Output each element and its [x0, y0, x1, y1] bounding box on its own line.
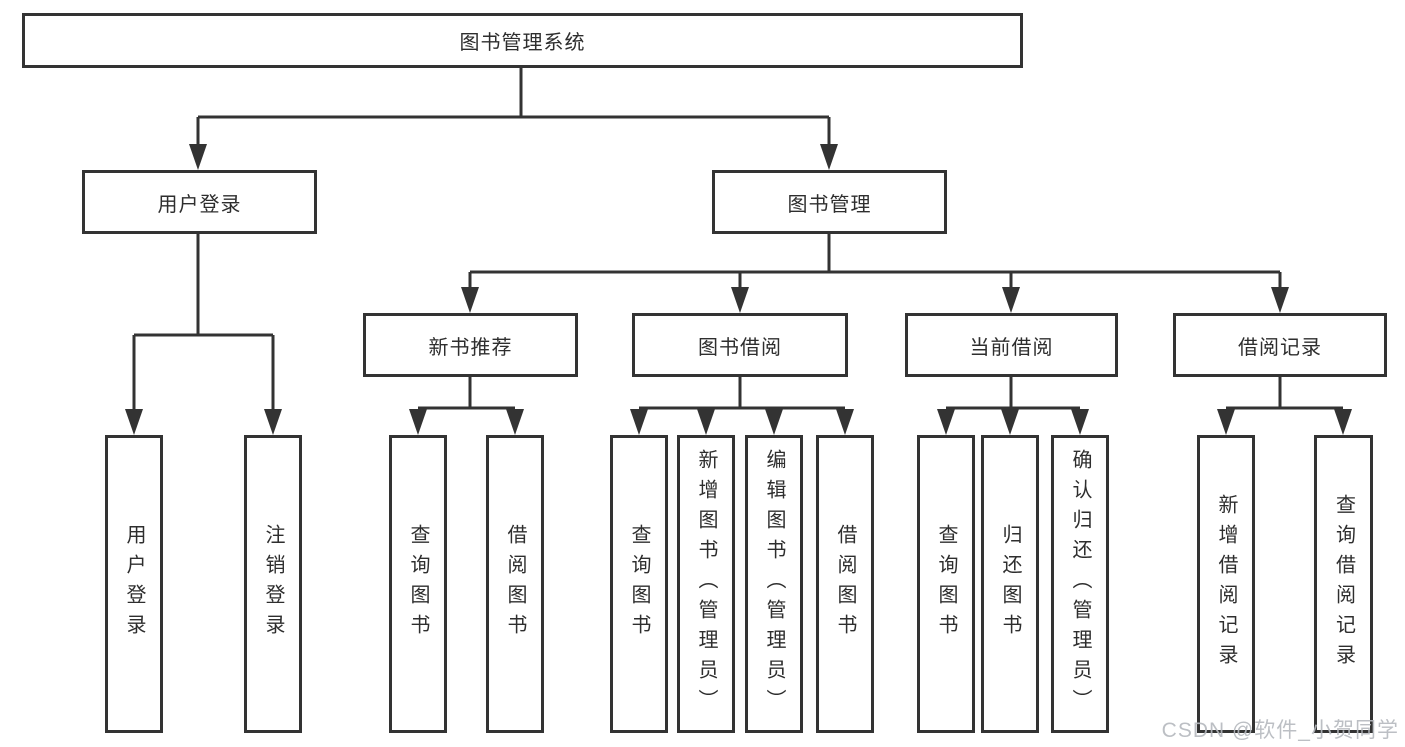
leaf-query-borrow-record: 查询借阅记录	[1314, 435, 1373, 733]
leaf-borrow-books-recommend: 借阅图书	[486, 435, 544, 733]
leaf-confirm-return-admin: 确认归还（管理员）	[1051, 435, 1109, 733]
leaf-add-borrow-record: 新增借阅记录	[1197, 435, 1255, 733]
arrowheads	[125, 144, 1352, 435]
node-book-management-branch: 图书管理	[712, 170, 947, 234]
leaf-return-books: 归还图书	[981, 435, 1039, 733]
leaf-borrow-books: 借阅图书	[816, 435, 874, 733]
leaf-logout: 注销登录	[244, 435, 302, 733]
leaf-edit-books-admin: 编辑图书（管理员）	[745, 435, 803, 733]
node-borrowing-records: 借阅记录	[1173, 313, 1387, 377]
leaf-query-books-recommend: 查询图书	[389, 435, 447, 733]
node-user-login-branch: 用户登录	[82, 170, 317, 234]
leaf-query-books-current: 查询图书	[917, 435, 975, 733]
leaf-query-books-borrowing: 查询图书	[610, 435, 668, 733]
node-book-borrowing: 图书借阅	[632, 313, 848, 377]
leaf-user-login: 用户登录	[105, 435, 163, 733]
node-current-borrowing: 当前借阅	[905, 313, 1118, 377]
leaf-add-books-admin: 新增图书（管理员）	[677, 435, 735, 733]
csdn-watermark: CSDN @软件_小贺同学	[1161, 719, 1399, 742]
node-library-management-system: 图书管理系统	[22, 13, 1023, 68]
node-new-book-recommendation: 新书推荐	[363, 313, 578, 377]
